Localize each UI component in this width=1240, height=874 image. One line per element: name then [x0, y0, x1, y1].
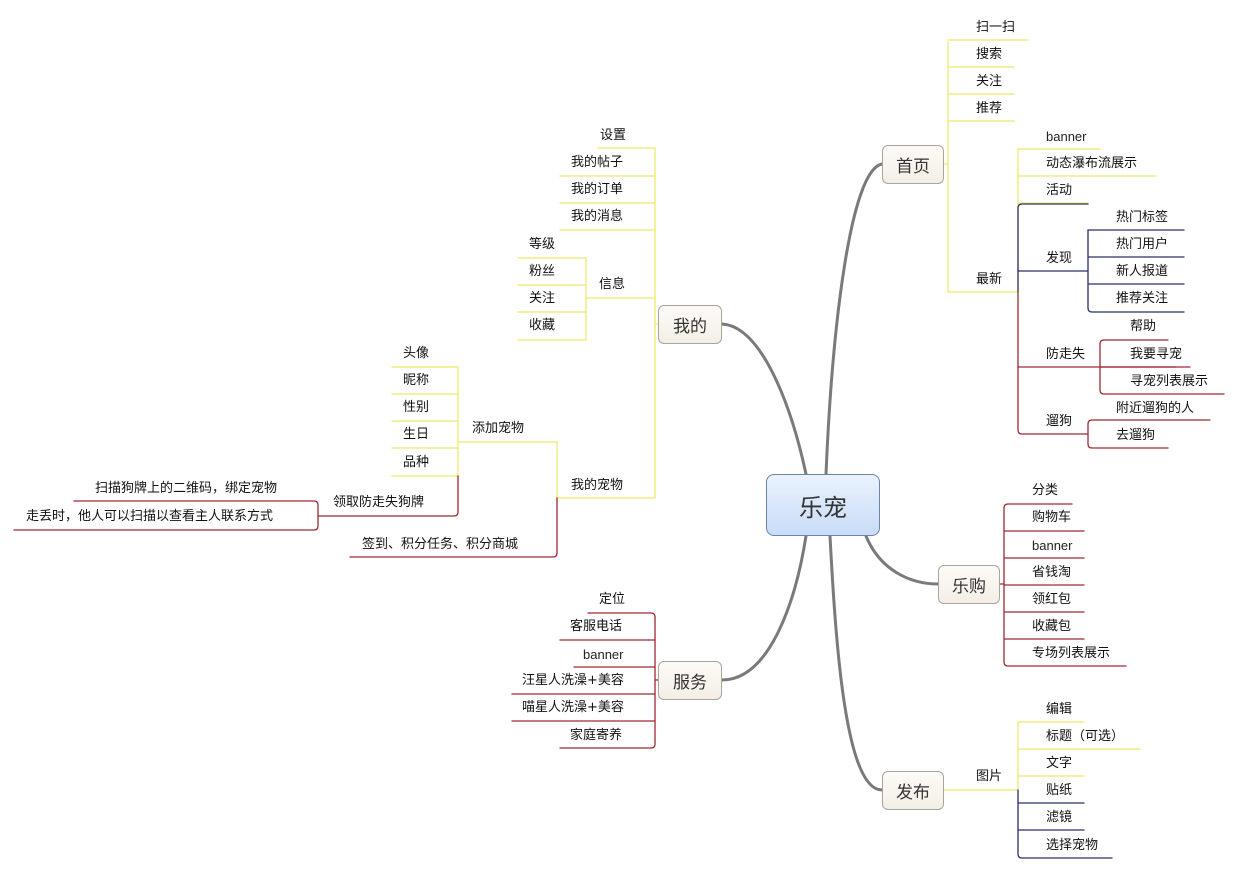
subtopic-home-item[interactable]: 关注: [976, 74, 1003, 89]
subtopic-add-pet-item[interactable]: 品种: [403, 455, 430, 470]
subtopic-service-item[interactable]: 家庭寄养: [570, 728, 623, 743]
subtopic-latest-item[interactable]: 动态瀑布流展示: [1046, 156, 1138, 171]
subtopic-image[interactable]: 图片: [976, 769, 1003, 784]
subtopic-antiloss-item[interactable]: 寻宠列表展示: [1130, 374, 1209, 389]
trunk-service: [720, 534, 808, 682]
subtopic-latest-item[interactable]: 活动: [1046, 183, 1073, 198]
subtopic-add-pet-item[interactable]: 性别: [403, 400, 430, 415]
subtopic-mine-item[interactable]: 我的订单: [571, 182, 624, 197]
subtopic-service-item[interactable]: 汪星人洗澡+美容: [522, 673, 624, 688]
central-topic-label: 乐宠: [799, 493, 847, 522]
subtopic-antiloss-item[interactable]: 我要寻宠: [1130, 347, 1183, 362]
subtopic-service-item[interactable]: 客服电话: [570, 619, 623, 634]
subtopic-image-item[interactable]: 编辑: [1046, 702, 1073, 717]
subtopic-mine-item[interactable]: 我的帖子: [571, 155, 624, 170]
subtopic-image-item[interactable]: 文字: [1046, 756, 1073, 771]
trunk-home: [824, 162, 884, 476]
subtopic-shop-item[interactable]: banner: [1032, 538, 1073, 553]
subtopic-shop-item[interactable]: 收藏包: [1032, 619, 1072, 634]
subtopic-pets[interactable]: 我的宠物: [571, 478, 624, 493]
subtopic-service-item[interactable]: 喵星人洗澡+美容: [522, 700, 624, 715]
topic-publish-label: 发布: [896, 783, 930, 803]
subtopic-info-item[interactable]: 粉丝: [529, 264, 556, 279]
topic-publish[interactable]: 发布: [882, 771, 944, 810]
trunk-publish: [828, 534, 884, 792]
topic-service-label: 服务: [673, 673, 707, 693]
topic-shop-label: 乐购: [952, 577, 986, 597]
subtopic-shop-item[interactable]: 领红包: [1032, 592, 1072, 607]
subtopic-shop-item[interactable]: 省钱淘: [1032, 565, 1072, 580]
subtopic-shop-item[interactable]: 分类: [1032, 483, 1059, 498]
subtopic-discover-item[interactable]: 推荐关注: [1116, 291, 1169, 306]
subtopic-mine-item[interactable]: 设置: [600, 128, 627, 143]
subtopic-info-item[interactable]: 等级: [529, 237, 556, 252]
subtopic-home-item[interactable]: 推荐: [976, 101, 1003, 116]
topic-mine[interactable]: 我的: [658, 305, 722, 344]
topic-service[interactable]: 服务: [658, 661, 722, 700]
subtopic-add-pet[interactable]: 添加宠物: [472, 421, 525, 436]
subtopic-walkdog-item[interactable]: 去遛狗: [1116, 428, 1156, 443]
subtopic-dog-tag-item[interactable]: 扫描狗牌上的二维码，绑定宠物: [95, 481, 278, 496]
topic-home-label: 首页: [896, 157, 930, 177]
subtopic-home-item[interactable]: 搜索: [976, 47, 1003, 62]
subtopic-mine-item[interactable]: 我的消息: [571, 209, 624, 224]
subtopic-image-item[interactable]: 标题（可选）: [1046, 729, 1125, 744]
subtopic-discover-item[interactable]: 热门标签: [1116, 210, 1169, 225]
subtopic-add-pet-item[interactable]: 头像: [403, 346, 430, 361]
subtopic-antiloss-item[interactable]: 帮助: [1130, 319, 1157, 334]
trunk-mine: [720, 322, 808, 476]
subtopic-walkdog-item[interactable]: 附近遛狗的人: [1116, 401, 1195, 416]
subtopic-dog-tag[interactable]: 领取防走失狗牌: [333, 495, 425, 510]
subtopic-info[interactable]: 信息: [599, 277, 626, 292]
subtopic-service-item[interactable]: banner: [583, 647, 624, 662]
subtopic-image-item[interactable]: 选择宠物: [1046, 838, 1099, 853]
subtopic-shop-item[interactable]: 专场列表展示: [1032, 646, 1111, 661]
subtopic-discover[interactable]: 发现: [1046, 251, 1073, 266]
subtopic-info-item[interactable]: 收藏: [529, 318, 556, 333]
topic-mine-label: 我的: [673, 317, 707, 337]
central-topic[interactable]: 乐宠: [766, 474, 880, 536]
topic-home[interactable]: 首页: [882, 145, 944, 184]
subtopic-service-item[interactable]: 定位: [599, 592, 626, 607]
subtopic-discover-item[interactable]: 新人报道: [1116, 264, 1169, 279]
subtopic-points[interactable]: 签到、积分任务、积分商城: [362, 537, 519, 552]
subtopic-discover-item[interactable]: 热门用户: [1116, 237, 1169, 252]
subtopic-shop-item[interactable]: 购物车: [1032, 510, 1072, 525]
subtopic-image-item[interactable]: 滤镜: [1046, 810, 1073, 825]
subtopic-add-pet-item[interactable]: 生日: [403, 427, 430, 442]
topic-shop[interactable]: 乐购: [938, 565, 1000, 604]
trunk-shop: [864, 534, 940, 586]
subtopic-latest[interactable]: 最新: [976, 272, 1003, 287]
subtopic-antiloss[interactable]: 防走失: [1046, 347, 1086, 362]
subtopic-walkdog[interactable]: 遛狗: [1046, 414, 1073, 429]
subtopic-dog-tag-item[interactable]: 走丢时，他人可以扫描以查看主人联系方式: [26, 509, 274, 524]
subtopic-image-item[interactable]: 贴纸: [1046, 783, 1073, 798]
subtopic-latest-item[interactable]: banner: [1046, 129, 1087, 144]
subtopic-home-item[interactable]: 扫一扫: [976, 20, 1016, 35]
subtopic-add-pet-item[interactable]: 昵称: [403, 373, 430, 388]
subtopic-info-item[interactable]: 关注: [529, 291, 556, 306]
